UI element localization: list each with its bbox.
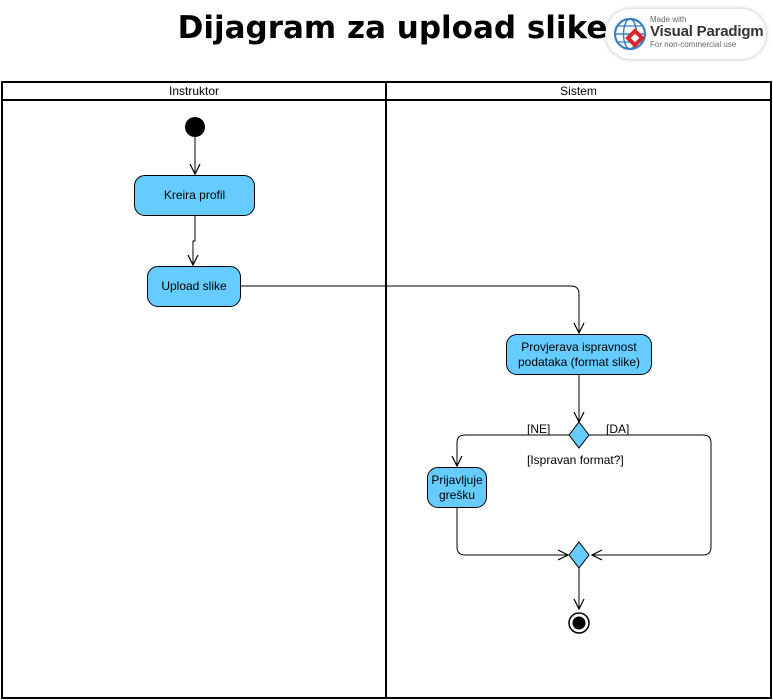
action-create-profile: Kreira profil [134, 175, 255, 216]
swimlane-header-sistem: Sistem [560, 84, 597, 98]
decision-condition-label: [Ispravan format?] [527, 453, 624, 467]
decision-node [568, 421, 590, 449]
watermark-line2: Visual Paradigm [650, 23, 764, 40]
action-validate-data: Provjerava ispravnost podataka (format s… [506, 334, 652, 375]
guard-no-label: [NE] [527, 422, 551, 436]
swimlane-frame [1, 81, 772, 699]
diagram-title: Dijagram za upload slike [177, 10, 608, 46]
visual-paradigm-logo-icon [613, 17, 647, 51]
action-report-error: Prijavljuje grešku [427, 467, 487, 508]
initial-node [185, 117, 205, 137]
visual-paradigm-watermark: Made with Visual Paradigm For non-commer… [606, 9, 766, 59]
flow-create-to-upload [193, 216, 195, 265]
flow-upload-to-validate [241, 285, 579, 333]
watermark-line3: For non-commercial use [650, 40, 737, 49]
guard-yes-label: [DA] [606, 422, 630, 436]
watermark-line1: Made with [650, 15, 687, 24]
merge-node [568, 541, 590, 569]
flow-decision-no [457, 434, 569, 466]
final-node [568, 612, 590, 634]
flow-error-to-merge [456, 508, 568, 555]
flow-decision-yes [589, 434, 712, 555]
action-upload-image: Upload slike [147, 266, 241, 307]
swimlane-header-instruktor: Instruktor [168, 84, 219, 98]
